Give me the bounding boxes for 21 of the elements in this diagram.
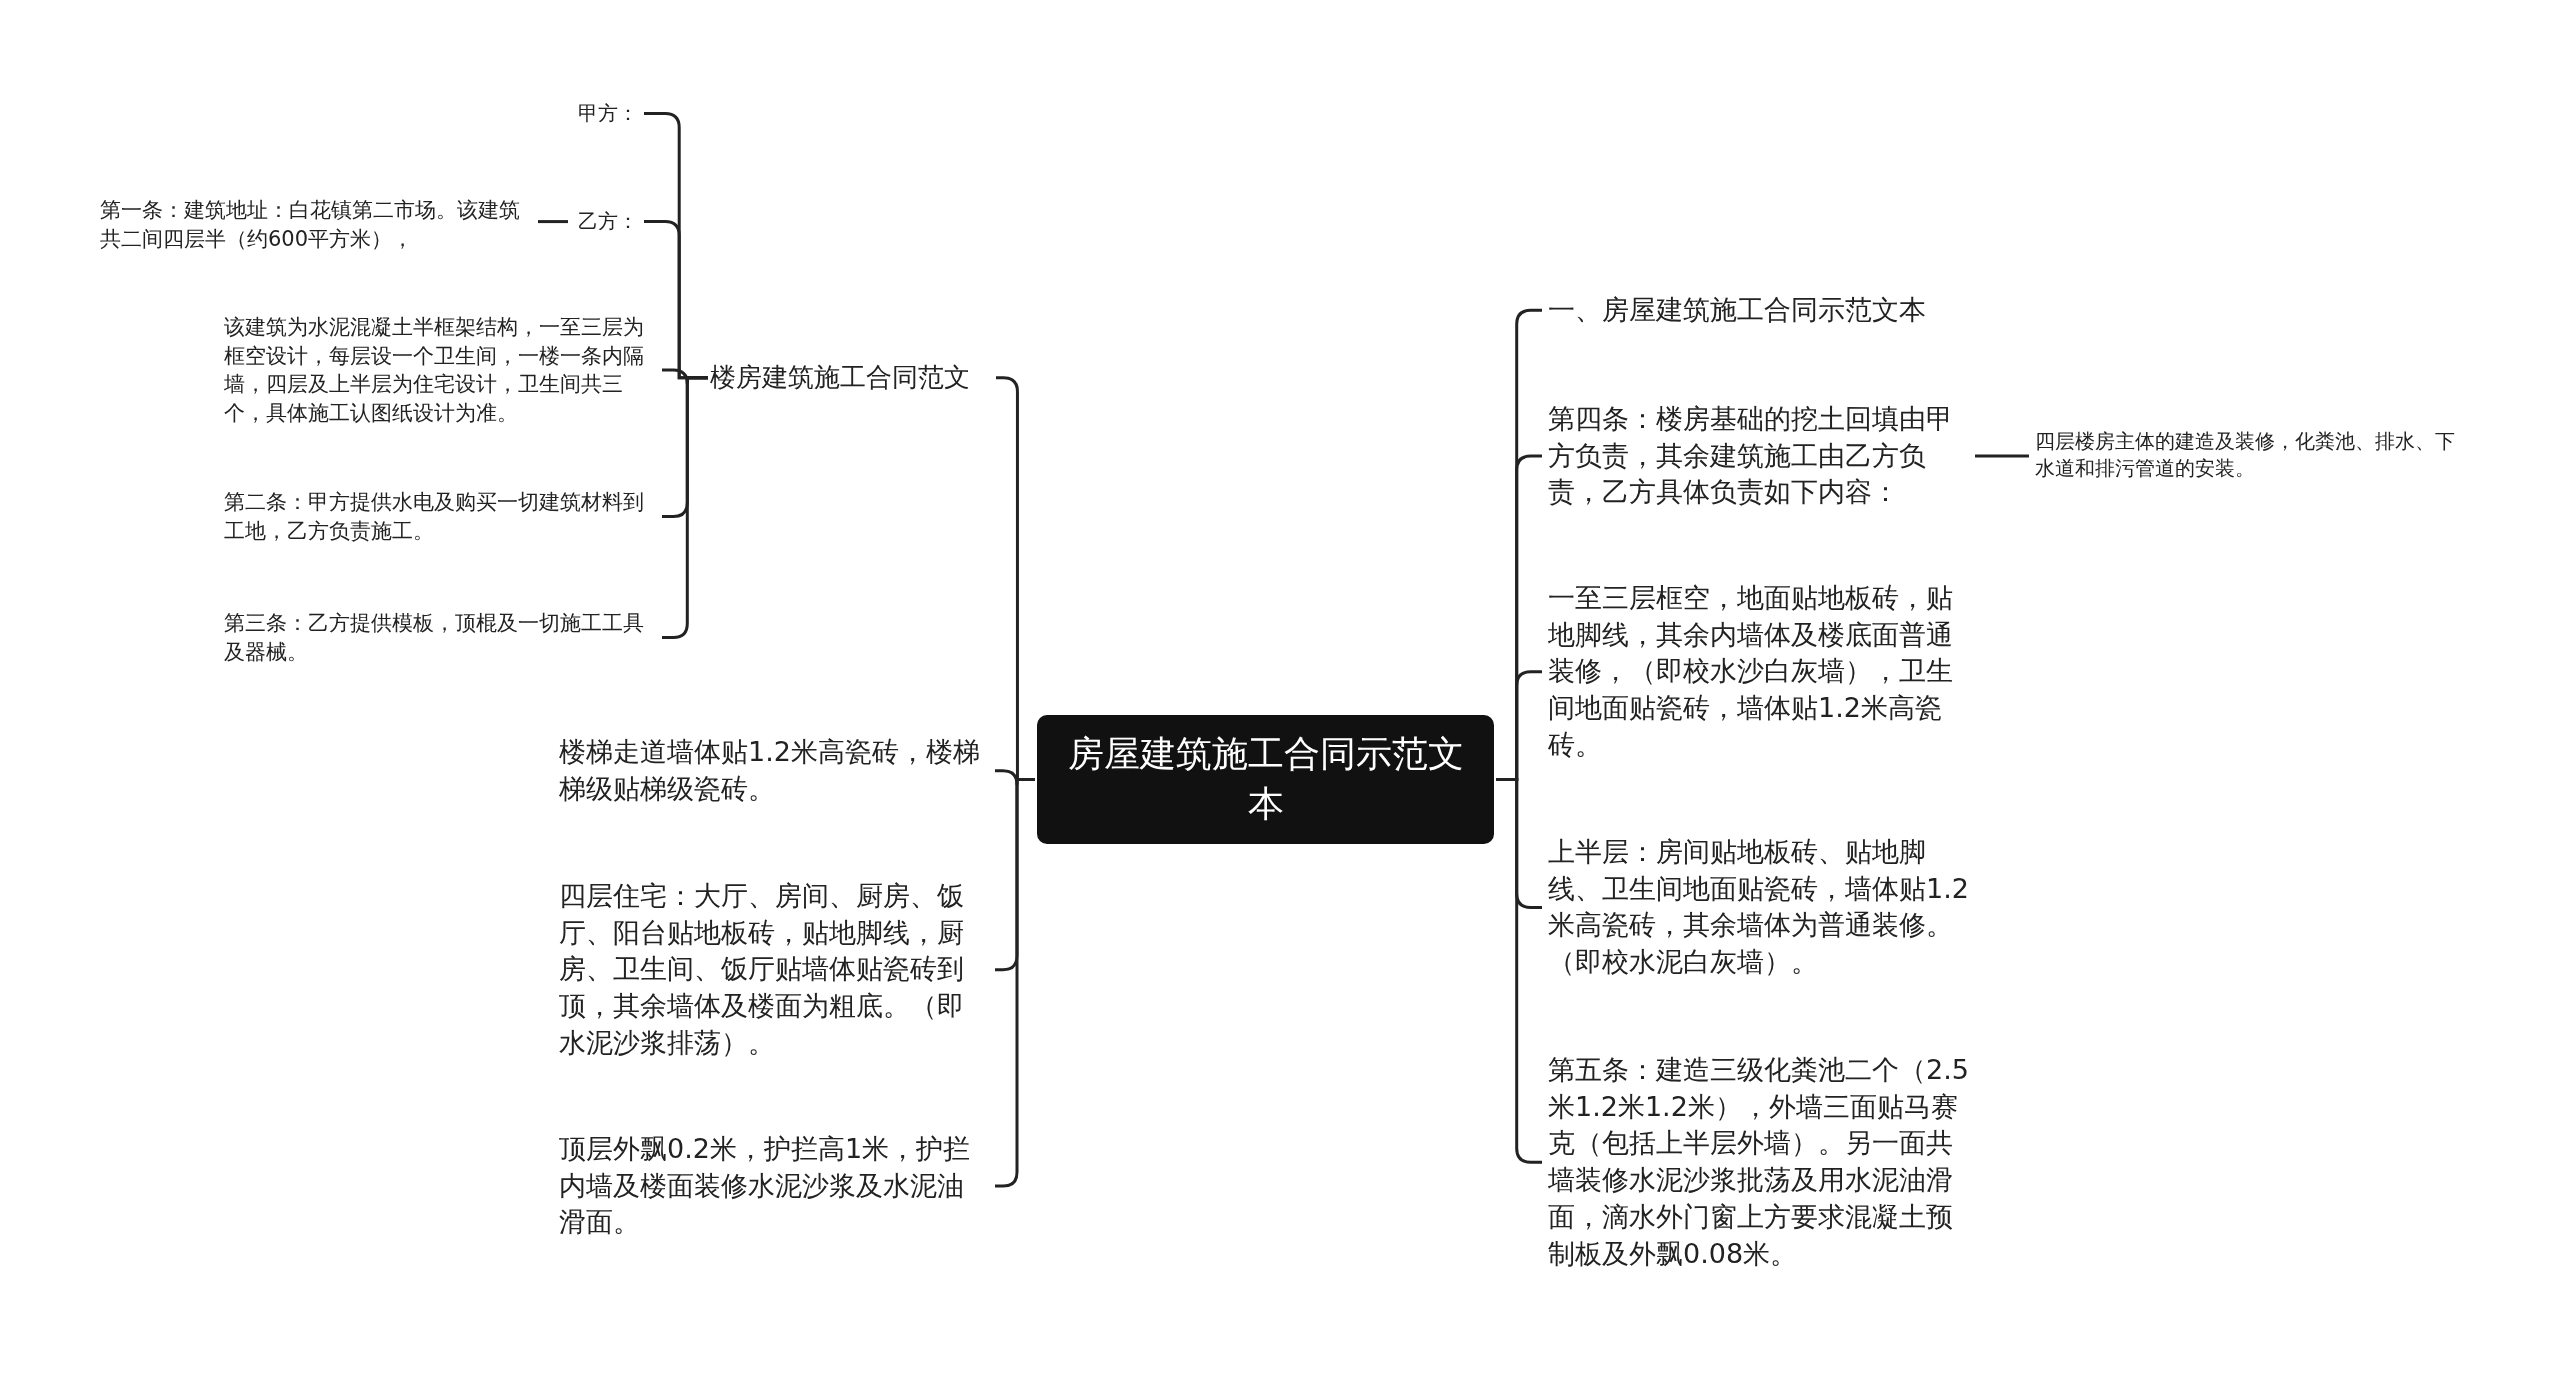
branch-text: 楼房建筑施工合同范文 [710, 360, 990, 396]
branch-text: 乙方： [570, 208, 638, 236]
branch-text: 甲方： [570, 100, 638, 128]
branch-text: 顶层外飘0.2米，护拦高1米，护拦内墙及楼面装修水泥沙浆及水泥油滑面。 [559, 1131, 989, 1242]
branch-text: 一至三层框空，地面贴地板砖，贴地脚线，其余内墙体及楼底面普通装修，（即校水沙白灰墙），卫生间地面贴瓷砖，墙体贴1.2米高瓷砖。 [1548, 580, 1973, 764]
branch-text: 第三条：乙方提供模板，顶棍及一切施工工具及器械。 [224, 609, 656, 667]
branch-text: 第五条：建造三级化粪池二个（2.5米1.2米1.2米），外墙三面贴马赛克（包括上半层外墙）。另一面共墙装修水泥沙浆批荡及用水泥油滑面，滴水外门窗上方要求混凝土预制板及外飘0.08米。 [1548, 1052, 1973, 1273]
branch-text: 第四条：楼房基础的挖土回填由甲方负责，其余建筑施工由乙方负责，乙方具体负责如下内容： [1548, 401, 1973, 512]
branch-text: 一、房屋建筑施工合同示范文本 [1548, 292, 1998, 329]
branch-text: 第一条：建筑地址：白花镇第二市场。该建筑共二间四层半（约600平方米）， [100, 196, 532, 254]
branch-text: 四层楼房主体的建造及装修，化粪池、排水、下水道和排污管道的安装。 [2035, 428, 2460, 483]
connector-line [538, 220, 568, 224]
central-topic-box: 房屋建筑施工合同示范文本 [1037, 715, 1494, 844]
branch-text: 上半层：房间贴地板砖、贴地脚线、卫生间地面贴瓷砖，墙体贴1.2米高瓷砖，其余墙体为普通装修。（即校水泥白灰墙）。 [1548, 834, 1973, 981]
branch-text: 该建筑为水泥混凝土半框架结构，一至三层为框空设计，每层设一个卫生间，一楼一条内隔墙，四层及上半层为住宅设计，卫生间共三个，具体施工认图纸设计为准。 [224, 313, 656, 428]
branch-text: 四层住宅：大厅、房间、厨房、饭厅、阳台贴地板砖，贴地脚线，厨房、卫生间、饭厅贴墙体贴瓷砖到顶，其余墙体及楼面为粗底。（即水泥沙浆排荡）。 [559, 878, 989, 1062]
connector-line [1975, 454, 2029, 458]
connector-line [662, 376, 708, 640]
branch-text: 第二条：甲方提供水电及购买一切建筑材料到工地，乙方负责施工。 [224, 488, 656, 546]
connector-line [995, 777, 1035, 1188]
branch-text: 楼梯走道墙体贴1.2米高瓷砖，楼梯梯级贴梯级瓷砖。 [559, 734, 989, 808]
